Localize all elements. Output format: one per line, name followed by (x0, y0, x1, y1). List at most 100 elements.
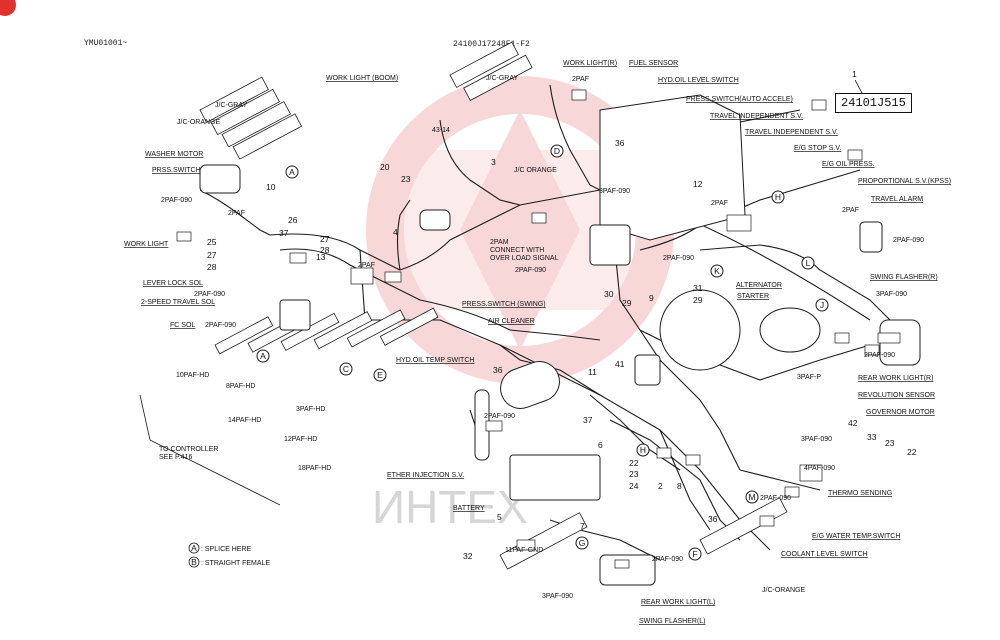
label-work-light-left: WORK LIGHT (124, 241, 169, 248)
doc-code: YMU01001~ (84, 39, 128, 48)
legend-symbols (188, 542, 200, 568)
conn-2paf090-f: 2PAF-090 (893, 237, 924, 244)
conn-18paf: 18PAF-HD (298, 465, 331, 472)
label-to-controller-2: SEE P.416 (159, 454, 192, 461)
starter-shape (759, 307, 821, 353)
label-eg-oil-press: E/G OIL PRESS. (822, 161, 875, 168)
label-overload-1: 2PAM (490, 239, 509, 246)
callout-5: 5 (497, 512, 502, 522)
letter-c: C (343, 364, 349, 374)
conn-2paf090-b: 2PAF-090 (194, 291, 225, 298)
callout-29b: 29 (693, 295, 703, 305)
label-swing-flasher-l: SWING FLASHER(L) (639, 618, 706, 625)
callout-10: 10 (266, 182, 276, 192)
part-number-box: 24101J515 (835, 93, 912, 113)
letter-g: G (579, 538, 586, 548)
letter-l: L (806, 258, 811, 268)
label-revolution-sensor: REVOLUTION SENSOR (858, 392, 935, 399)
callout-41: 41 (615, 359, 625, 369)
label-travel-indep-1: TRAVEL INDEPENDENT S.V. (710, 113, 803, 120)
label-washer-motor: WASHER MOTOR (145, 151, 203, 158)
label-lever-lock-sol: LEVER LOCK SOL (143, 280, 203, 287)
callout-13: 13 (316, 252, 326, 262)
letter-m: M (748, 492, 755, 502)
label-to-controller-1: TO CONTROLLER (159, 446, 218, 453)
callout-36a: 36 (615, 138, 625, 148)
label-air-cleaner: AIR CLEANER (488, 318, 535, 325)
callout-42: 42 (848, 418, 858, 428)
conn-2paf-a: 2PAF (572, 76, 589, 83)
label-travel-indep-2: TRAVEL INDEPENDENT S.V. (745, 129, 838, 136)
conn-8paf: 8PAF-HD (226, 383, 255, 390)
label-hyd-oil-temp: HYD.OIL TEMP SWITCH (396, 357, 474, 364)
alternator-shape (659, 289, 741, 371)
washer-motor-shape (199, 164, 241, 194)
label-travel-alarm: TRAVEL ALARM (871, 196, 923, 203)
callout-11: 11 (588, 367, 597, 377)
callout-27b: 27 (207, 250, 217, 260)
label-work-light-boom: WORK LIGHT (BOOM) (326, 75, 398, 82)
label-jc-gray-left: J/C-GRAY (215, 102, 247, 109)
travel-alarm-shape (859, 221, 883, 253)
callout-7: 7 (580, 521, 585, 531)
letter-d: D (554, 146, 560, 156)
callout-37b: 37 (583, 415, 593, 425)
callout-1: 1 (852, 69, 857, 79)
label-fuel-sensor: FUEL SENSOR (629, 60, 678, 67)
label-press-switch-auto: PRESS.SWITCH(AUTO ACCELE) (686, 96, 793, 103)
callout-24: 24 (629, 481, 639, 491)
components (199, 94, 921, 586)
sheet-code: 24100J17248F1-F2 (453, 40, 530, 49)
conn-2paf090-e: 2PAF-090 (663, 255, 694, 262)
callout-22b: 22 (629, 458, 639, 468)
governor-shape (634, 354, 661, 386)
circle-letters (256, 144, 829, 561)
connector-blocks (199, 41, 788, 570)
label-ref-43-14: 43-14 (432, 127, 450, 134)
conn-3paf090-b: 3PAF-090 (876, 291, 907, 298)
conn-3paf090-c: 3PAF-090 (801, 436, 832, 443)
label-coolant-level: COOLANT LEVEL SWITCH (781, 551, 868, 558)
conn-2paf090-i: 2PAF-090 (652, 556, 683, 563)
letter-f: F (692, 549, 697, 559)
letter-h2: H (640, 445, 646, 455)
label-2speed-travel-sol: 2-SPEED TRAVEL SOL (141, 299, 215, 306)
callout-33: 33 (867, 432, 877, 442)
callout-6: 6 (598, 440, 603, 450)
letter-h1: H (775, 192, 781, 202)
conn-11paf: 11PAF-GND (505, 547, 543, 554)
callout-32: 32 (463, 551, 473, 561)
label-jc-gray-top: J/C-GRAY (486, 75, 518, 82)
air-cleaner-shape (500, 361, 560, 409)
callout-37a: 37 (279, 228, 289, 238)
letter-e: E (377, 370, 383, 380)
label-proportional-sv: PROPORTIONAL S.V.(KPSS) (858, 178, 951, 185)
conn-4paf090: 4PAF-090 (804, 465, 835, 472)
callout-29a: 29 (622, 298, 632, 308)
conn-3paf090-a: 3PAF-090 (599, 188, 630, 195)
callout-20: 20 (380, 162, 390, 172)
callout-23a: 23 (401, 174, 411, 184)
callout-36c: 36 (708, 514, 718, 524)
label-overload-2: CONNECT WITH (490, 247, 544, 254)
swing-flasher-l-shape (599, 554, 656, 586)
conn-3paf: 3PAF-HD (296, 406, 325, 413)
legend-a-text: : SPLICE HERE (201, 546, 252, 553)
legend-b-symbol: B (191, 557, 197, 567)
callout-12: 12 (693, 179, 703, 189)
legend-b-text: : STRAIGHT FEMALE (201, 560, 270, 567)
conn-2paf090-a: 2PAF-090 (161, 197, 192, 204)
label-rear-work-light-l: REAR WORK LIGHT(L) (641, 599, 715, 606)
callout-3: 3 (491, 157, 496, 167)
conn-2paf-d: 2PAF (842, 207, 859, 214)
watermark-text: ИНТЕХ (372, 481, 528, 533)
label-press-switch-swing: PRESS.SWITCH (SWING) (462, 301, 546, 308)
letter-k: K (714, 266, 720, 276)
callout-22a: 22 (907, 447, 917, 457)
corner-badge (0, 0, 16, 16)
conn-2paf-b: 2PAF (228, 210, 245, 217)
controller-bracket (139, 394, 281, 506)
conn-2paf-e: 2PAF (711, 200, 728, 207)
conn-3paf-p: 3PAF-P (797, 374, 821, 381)
